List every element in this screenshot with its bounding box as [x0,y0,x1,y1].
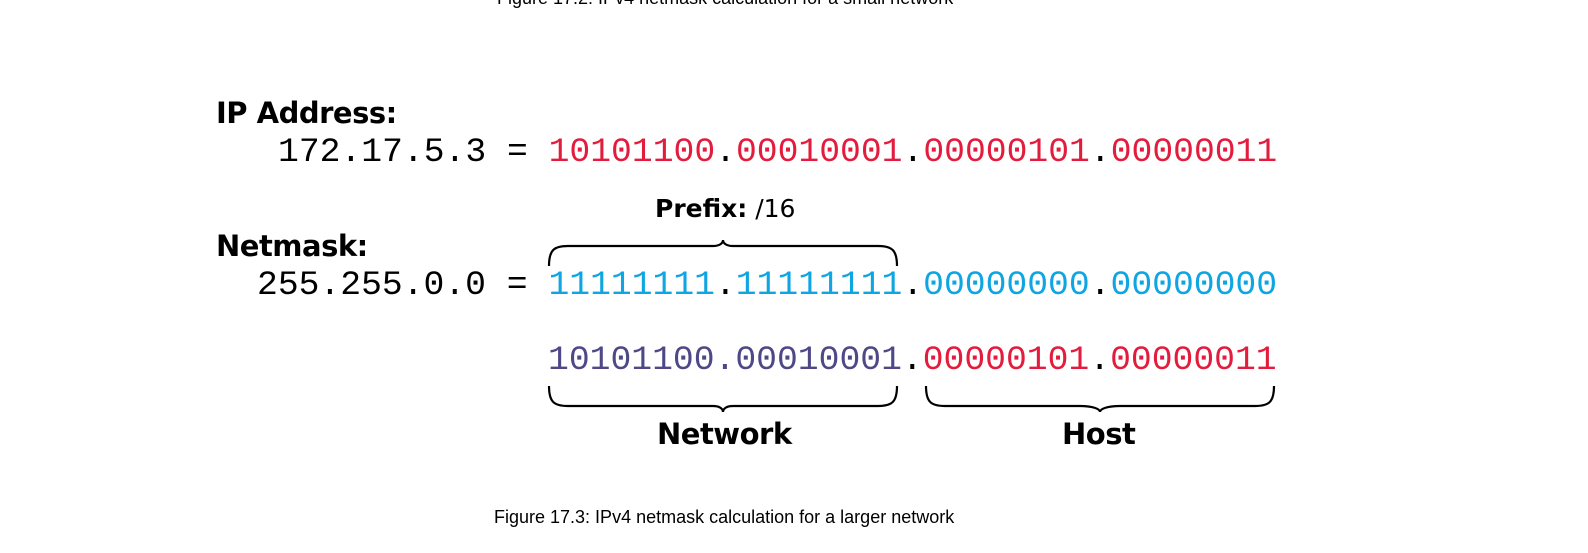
prefix-value: /16 [747,194,796,223]
network-octet-1: 10101100 [548,341,715,380]
ip-octet-3: 00000101 [923,133,1090,172]
dot: . [1089,341,1111,380]
dot: . [715,133,736,172]
netmask-octet-3: 00000000 [923,266,1090,305]
network-octet-2: 00010001 [735,341,902,380]
netmask-octet-2: 11111111 [735,266,903,305]
result-row: 10101100.00010001.00000101.00000011 [548,341,1277,381]
netmask-label: Netmask: [216,229,368,263]
dot: . [902,133,924,172]
dot: . [902,266,924,305]
ip-octet-2: 00010001 [735,133,903,172]
netmask-octet-4: 00000000 [1110,266,1278,305]
ip-octet-1: 10101100 [548,133,716,172]
netmask-octet-1: 11111111 [548,266,715,305]
netmask-decimal: 255.255.0.0 = [257,266,549,305]
host-brace-icon [924,385,1276,413]
network-brace-icon [547,385,899,413]
prefix-brace-icon [547,239,899,267]
dot: . [901,341,923,380]
ip-octet-4: 00000011 [1110,133,1278,172]
dot: . [1089,266,1111,305]
host-octet-2: 00000011 [1110,341,1277,380]
dot: . [714,341,736,380]
dot: . [1089,133,1111,172]
previous-figure-caption: Figure 17.2: IPv4 netmask calculation fo… [497,0,953,9]
ip-decimal: 172.17.5.3 = [278,133,549,172]
host-octet-1: 00000101 [922,341,1090,380]
prefix-label: Prefix: [655,194,748,223]
ip-address-row: 172.17.5.3 = 10101100.00010001.00000101.… [278,133,1277,173]
host-label: Host [1062,417,1136,451]
figure-caption: Figure 17.3: IPv4 netmask calculation fo… [494,507,955,527]
ip-address-label: IP Address: [216,96,397,130]
netmask-row: 255.255.0.0 = 11111111.11111111.00000000… [257,266,1277,306]
dot: . [714,266,736,305]
prefix-annotation: Prefix: /16 [655,194,795,223]
network-label: Network [657,417,792,451]
